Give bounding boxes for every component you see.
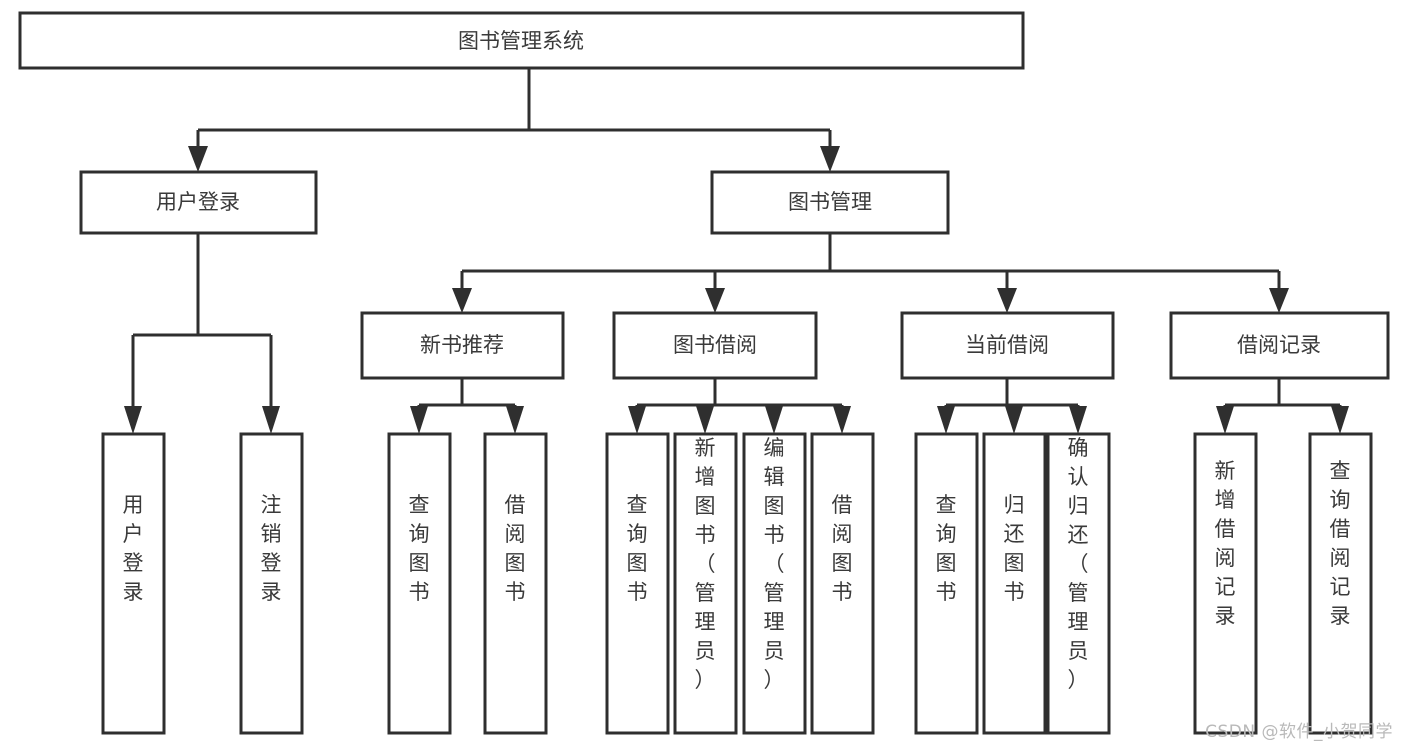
node-label-user-login: 用户登录 bbox=[156, 190, 240, 214]
leaf-node-user-login-1[interactable]: 用户登录 bbox=[101, 432, 166, 735]
node-label-new-book-recommend: 新书推荐 bbox=[420, 333, 504, 357]
arrow-head-leaf-br-1 bbox=[1216, 406, 1234, 434]
arrow-head-leaf-bb-4 bbox=[833, 406, 851, 434]
arrow-head-leaf-user-login-2 bbox=[262, 406, 280, 434]
arrow-head-leaf-cb-1 bbox=[937, 406, 955, 434]
arrow-head-user-login bbox=[188, 146, 208, 172]
arrow-head-leaf-br-2 bbox=[1331, 406, 1349, 434]
connector-group-root bbox=[188, 68, 840, 172]
leaf-node-br-1[interactable]: 新增借阅记录 bbox=[1193, 432, 1258, 735]
csdn-watermark: CSDN @软件_小贺同学 bbox=[1205, 722, 1393, 742]
leaf-label-user-login-2: 注销登录 bbox=[261, 493, 282, 604]
leaf-node-cb-1[interactable]: 查询图书 bbox=[914, 432, 979, 735]
leaf-node-nbr-2[interactable]: 借阅图书 bbox=[483, 432, 548, 735]
leaf-node-bb-1[interactable]: 查询图书 bbox=[605, 432, 670, 735]
leaf-label-cb-1: 查询图书 bbox=[936, 493, 957, 604]
leaf-box-cb-1[interactable] bbox=[914, 432, 979, 735]
leaf-box-br-1[interactable] bbox=[1193, 432, 1258, 735]
leaf-box-user-login-1[interactable] bbox=[101, 432, 166, 735]
node-box-new-book-recommend[interactable] bbox=[360, 311, 565, 380]
leaf-label-br-1: 新增借阅记录 bbox=[1215, 459, 1236, 628]
arrow-head-book-mgmt bbox=[820, 146, 840, 172]
leaf-node-cb-2[interactable]: 归还图书 bbox=[982, 432, 1047, 735]
node-box-current-borrow[interactable] bbox=[900, 311, 1115, 380]
leaf-node-bb-3[interactable]: 编辑图书（管理员） bbox=[742, 432, 807, 735]
leaf-box-bb-1[interactable] bbox=[605, 432, 670, 735]
node-label-current-borrow: 当前借阅 bbox=[965, 333, 1049, 357]
leaf-label-cb-2: 归还图书 bbox=[1004, 493, 1025, 604]
connector-group-new-book-recommend bbox=[410, 378, 524, 434]
node-current-borrow[interactable]: 当前借阅 bbox=[900, 311, 1115, 380]
node-book-borrow[interactable]: 图书借阅 bbox=[612, 311, 818, 380]
leaf-box-bb-2[interactable] bbox=[673, 432, 738, 735]
leaf-box-nbr-2[interactable] bbox=[483, 432, 548, 735]
leaf-node-bb-4[interactable]: 借阅图书 bbox=[810, 432, 875, 735]
leaf-label-user-login-1: 用户登录 bbox=[123, 493, 144, 604]
node-box-book-borrow[interactable] bbox=[612, 311, 818, 380]
leaf-label-bb-1: 查询图书 bbox=[627, 493, 648, 604]
leaf-label-bb-4: 借阅图书 bbox=[832, 493, 853, 604]
node-label-borrow-record: 借阅记录 bbox=[1237, 333, 1321, 357]
arrow-head-borrow-record bbox=[1269, 288, 1289, 313]
arrow-head-leaf-user-login-1 bbox=[124, 406, 142, 434]
arrow-head-leaf-bb-1 bbox=[628, 406, 646, 434]
leaf-label-cb-3: 确认归还（管理员） bbox=[1068, 436, 1089, 692]
leaf-node-br-2[interactable]: 查询借阅记录 bbox=[1308, 432, 1373, 735]
node-root-book-management-system[interactable]: 图书管理系统 bbox=[18, 11, 1025, 70]
leaf-node-bb-2[interactable]: 新增图书（管理员） bbox=[673, 432, 738, 735]
arrow-head-new-book-recommend bbox=[452, 288, 472, 313]
arrow-head-leaf-cb-2 bbox=[1005, 406, 1023, 434]
leaf-label-nbr-1: 查询图书 bbox=[409, 493, 430, 604]
connector-group-borrow-record bbox=[1216, 378, 1349, 434]
node-box-user-login[interactable] bbox=[79, 170, 318, 235]
arrow-head-leaf-bb-2 bbox=[696, 406, 714, 434]
node-box-borrow-record[interactable] bbox=[1169, 311, 1390, 380]
leaf-node-cb-3[interactable]: 确认归还（管理员） bbox=[1046, 432, 1111, 735]
leaf-box-br-2[interactable] bbox=[1308, 432, 1373, 735]
leaf-box-bb-3[interactable] bbox=[742, 432, 807, 735]
arrow-head-current-borrow bbox=[997, 288, 1017, 313]
node-borrow-record[interactable]: 借阅记录 bbox=[1169, 311, 1390, 380]
leaf-label-bb-3: 编辑图书（管理员） bbox=[764, 436, 785, 692]
node-box-root[interactable] bbox=[18, 11, 1025, 70]
arrow-head-leaf-cb-3 bbox=[1069, 406, 1087, 434]
arrow-head-book-borrow bbox=[705, 288, 725, 313]
node-user-login[interactable]: 用户登录 bbox=[79, 170, 318, 235]
node-book-management[interactable]: 图书管理 bbox=[710, 170, 950, 235]
connector-group-book-mgmt bbox=[452, 233, 1289, 313]
leaf-label-bb-2: 新增图书（管理员） bbox=[695, 436, 716, 692]
connector-group-current-borrow bbox=[937, 378, 1087, 434]
leaf-node-nbr-1[interactable]: 查询图书 bbox=[387, 432, 452, 735]
arrow-head-leaf-nbr-2 bbox=[506, 406, 524, 434]
arrow-head-leaf-nbr-1 bbox=[410, 406, 428, 434]
leaf-label-nbr-2: 借阅图书 bbox=[505, 493, 526, 604]
leaf-box-user-login-2[interactable] bbox=[239, 432, 304, 735]
leaf-box-nbr-1[interactable] bbox=[387, 432, 452, 735]
node-label-root: 图书管理系统 bbox=[458, 29, 584, 53]
leaf-node-user-login-2[interactable]: 注销登录 bbox=[239, 432, 304, 735]
leaf-box-cb-2[interactable] bbox=[982, 432, 1047, 735]
leaf-box-cb-3[interactable] bbox=[1046, 432, 1111, 735]
leaf-label-br-2: 查询借阅记录 bbox=[1330, 459, 1351, 628]
leaf-box-bb-4[interactable] bbox=[810, 432, 875, 735]
connector-group-user-login bbox=[124, 233, 280, 434]
connector-group-book-borrow bbox=[628, 378, 851, 434]
node-label-book-borrow: 图书借阅 bbox=[673, 333, 757, 357]
arrow-head-leaf-bb-3 bbox=[765, 406, 783, 434]
node-new-book-recommend[interactable]: 新书推荐 bbox=[360, 311, 565, 380]
node-label-book-management: 图书管理 bbox=[788, 190, 872, 214]
node-box-book-management[interactable] bbox=[710, 170, 950, 235]
